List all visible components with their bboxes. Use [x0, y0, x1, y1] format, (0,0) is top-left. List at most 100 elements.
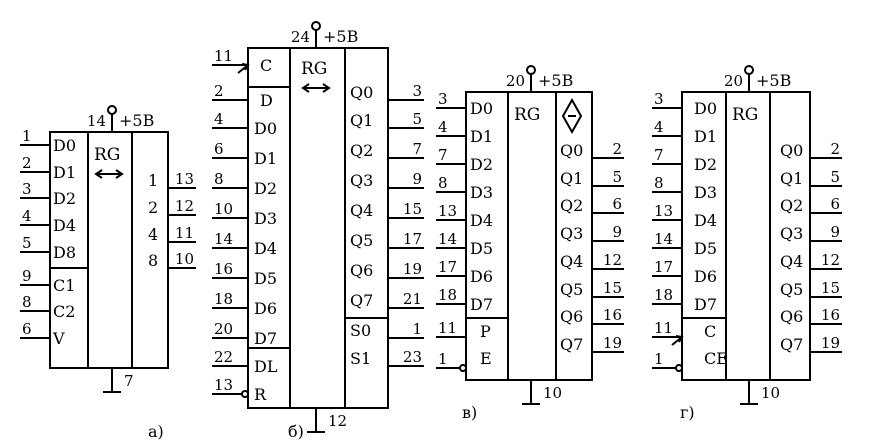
pin-number: 13	[654, 202, 673, 220]
pin-number: 11	[175, 224, 194, 242]
chip-body	[247, 47, 389, 409]
supply-pin-number: 20	[506, 72, 525, 90]
pin-number: 17	[654, 258, 673, 276]
diamond-icon	[561, 97, 583, 135]
pin-number: 12	[603, 251, 622, 269]
rg-label: RG	[514, 105, 540, 125]
supply-terminal-icon	[526, 65, 536, 75]
pin-number: 19	[403, 260, 422, 278]
pin-number: 21	[403, 290, 422, 308]
ground-pin-number: 10	[761, 384, 780, 402]
pin-label: C	[260, 56, 272, 75]
pin-label: Q5	[560, 280, 583, 299]
clock-edge-icon	[671, 335, 684, 346]
pin-number: 9	[412, 170, 422, 188]
chip-body	[465, 91, 593, 381]
pin-number: 10	[214, 200, 233, 218]
pin-number: 5	[612, 168, 622, 186]
pin-label: D0	[470, 99, 493, 118]
pin-number: 1	[412, 320, 422, 338]
pin-label: Q2	[350, 141, 373, 160]
inversion-bubble-icon	[459, 364, 467, 372]
pin-number: 7	[438, 146, 448, 164]
pin-label: D5	[254, 269, 277, 288]
pin-label: Q0	[350, 83, 373, 102]
pin-label: E	[480, 349, 492, 368]
pin-number: 5	[412, 110, 422, 128]
pin-number: 8	[22, 293, 32, 311]
pin-label: C	[704, 322, 716, 341]
pin-number: 8	[438, 174, 448, 192]
pin-number: 12	[175, 197, 194, 215]
pin-number: 7	[412, 140, 422, 158]
supply-voltage: +5В	[538, 71, 573, 90]
chip-body	[49, 131, 169, 369]
clock-edge-icon	[237, 63, 250, 74]
pin-number: 3	[412, 82, 422, 100]
pin-number: 15	[403, 200, 422, 218]
pin-label: Q4	[780, 252, 803, 271]
pin-number: 22	[214, 348, 233, 366]
figure-caption: г)	[680, 403, 695, 422]
pin-label: D4	[53, 216, 76, 235]
pin-label: D7	[694, 295, 717, 314]
pin-number: 11	[438, 319, 457, 337]
figure-caption: в)	[462, 403, 477, 422]
pin-label: D	[260, 91, 273, 110]
pin-label: D3	[470, 183, 493, 202]
pin-label: D2	[254, 179, 277, 198]
pin-label: D1	[694, 127, 717, 146]
pin-number: 3	[654, 90, 664, 108]
pin-label: Q7	[560, 335, 583, 354]
pin-number: 17	[438, 258, 457, 276]
pin-label: D6	[254, 299, 277, 318]
pin-label: S1	[350, 349, 371, 368]
pin-number: 3	[22, 180, 32, 198]
pin-label: Q0	[560, 141, 583, 160]
pin-label: Q4	[560, 252, 583, 271]
supply-voltage: +5В	[756, 71, 791, 90]
rg-label: RG	[301, 59, 327, 79]
arrow-left-icon	[301, 83, 310, 93]
pin-label: Q1	[350, 111, 373, 130]
pin-label: D5	[694, 239, 717, 258]
pin-number: 1	[438, 350, 448, 368]
pin-label: Q5	[350, 231, 373, 250]
supply-voltage: +5В	[323, 27, 358, 46]
pin-label: Q3	[780, 224, 803, 243]
pin-number: 18	[214, 290, 233, 308]
pin-number: 2	[830, 140, 840, 158]
pin-label: R	[254, 385, 267, 404]
pin-label: D8	[53, 243, 76, 262]
pin-label: C1	[53, 276, 75, 295]
pin-number: 19	[821, 334, 840, 352]
pin-number: 11	[654, 319, 673, 337]
pin-label: D2	[694, 155, 717, 174]
pin-label: C2	[53, 302, 75, 321]
arrow-right-icon	[115, 169, 124, 179]
pin-number: 6	[214, 140, 224, 158]
arrow-left-icon	[94, 169, 103, 179]
pin-number: 13	[438, 202, 457, 220]
pin-label: V	[52, 329, 65, 348]
pin-label: D3	[254, 209, 277, 228]
pin-label: D2	[470, 155, 493, 174]
pin-number: 18	[654, 286, 673, 304]
ground-pin-number: 7	[124, 372, 134, 390]
pin-number: 10	[175, 250, 194, 268]
pin-number: 15	[603, 279, 622, 297]
pin-label: D0	[53, 136, 76, 155]
pin-number: 1	[654, 350, 664, 368]
pin-number: 9	[612, 223, 622, 241]
pin-label: Q2	[560, 196, 583, 215]
pin-number: 7	[654, 146, 664, 164]
pin-number: 8	[214, 170, 224, 188]
pin-label: Q5	[780, 280, 803, 299]
pin-label: D3	[694, 183, 717, 202]
pin-number: 2	[22, 154, 32, 172]
pin-number: 4	[22, 207, 32, 225]
